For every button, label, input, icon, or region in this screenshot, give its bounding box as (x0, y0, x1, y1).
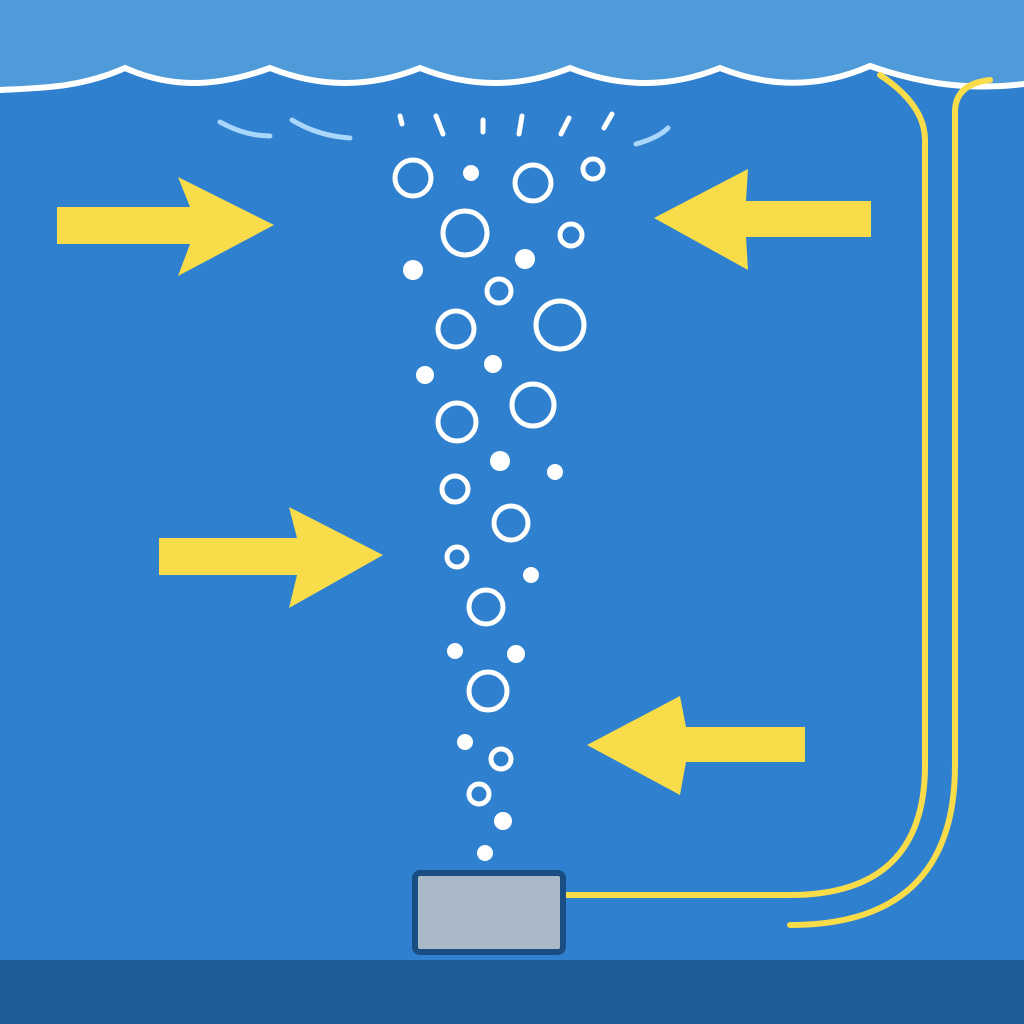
bubble-icon (416, 366, 434, 384)
bubble-icon (494, 812, 512, 830)
air-hose-icon (562, 72, 993, 928)
bubble-icon (547, 464, 563, 480)
bubble-icon (509, 381, 557, 429)
bubble-icon (523, 567, 539, 583)
bubble-plume-dots (403, 165, 563, 861)
bubble-icon (533, 298, 587, 352)
bubble-icon (490, 451, 510, 471)
arrow-right-icon (57, 177, 274, 276)
arrow-right-icon (159, 507, 383, 608)
bubble-icon (580, 156, 606, 182)
bubble-icon (466, 587, 506, 627)
bubble-icon (466, 781, 492, 807)
air-hose-inner (562, 72, 928, 898)
bubble-icon (403, 260, 423, 280)
arrow-left-icon (654, 169, 871, 270)
bubble-icon (463, 165, 479, 181)
bubble-icon (512, 162, 554, 204)
splash-mark (433, 113, 446, 137)
bubble-icon (447, 643, 463, 659)
splash-mark (397, 113, 405, 127)
ripple-right-inner (633, 125, 671, 147)
bubble-icon (491, 503, 531, 543)
surface-splash (397, 111, 615, 137)
splash-mark (516, 113, 525, 137)
ripple-left-inner (289, 117, 353, 141)
bubble-icon (557, 221, 585, 249)
splash-mark (601, 111, 615, 131)
splash-mark (558, 115, 572, 137)
bubble-icon (466, 669, 510, 713)
bubble-icon (444, 544, 470, 570)
bubble-icon (488, 746, 514, 772)
inflow-arrows (57, 169, 871, 795)
bubble-icon (457, 734, 473, 750)
bubble-icon (507, 645, 525, 663)
surface-ripples (217, 117, 671, 147)
water-body (0, 66, 1024, 1024)
bubble-icon (484, 276, 514, 306)
water-surface-wave (0, 62, 1024, 93)
air-stone-icon (412, 870, 566, 955)
bubble-icon (435, 400, 479, 444)
ripple-left-outer (217, 119, 273, 139)
bubble-icon (440, 208, 490, 258)
bubble-icon (477, 845, 493, 861)
air-hose-outer (787, 77, 993, 928)
tank-floor (0, 960, 1024, 1024)
arrow-left-icon (587, 696, 805, 795)
bubble-icon (484, 355, 502, 373)
bubble-icon (515, 249, 535, 269)
bubble-icon (439, 473, 471, 505)
bubble-icon (392, 157, 434, 199)
bubble-plume (392, 156, 606, 807)
bubble-icon (435, 308, 477, 350)
